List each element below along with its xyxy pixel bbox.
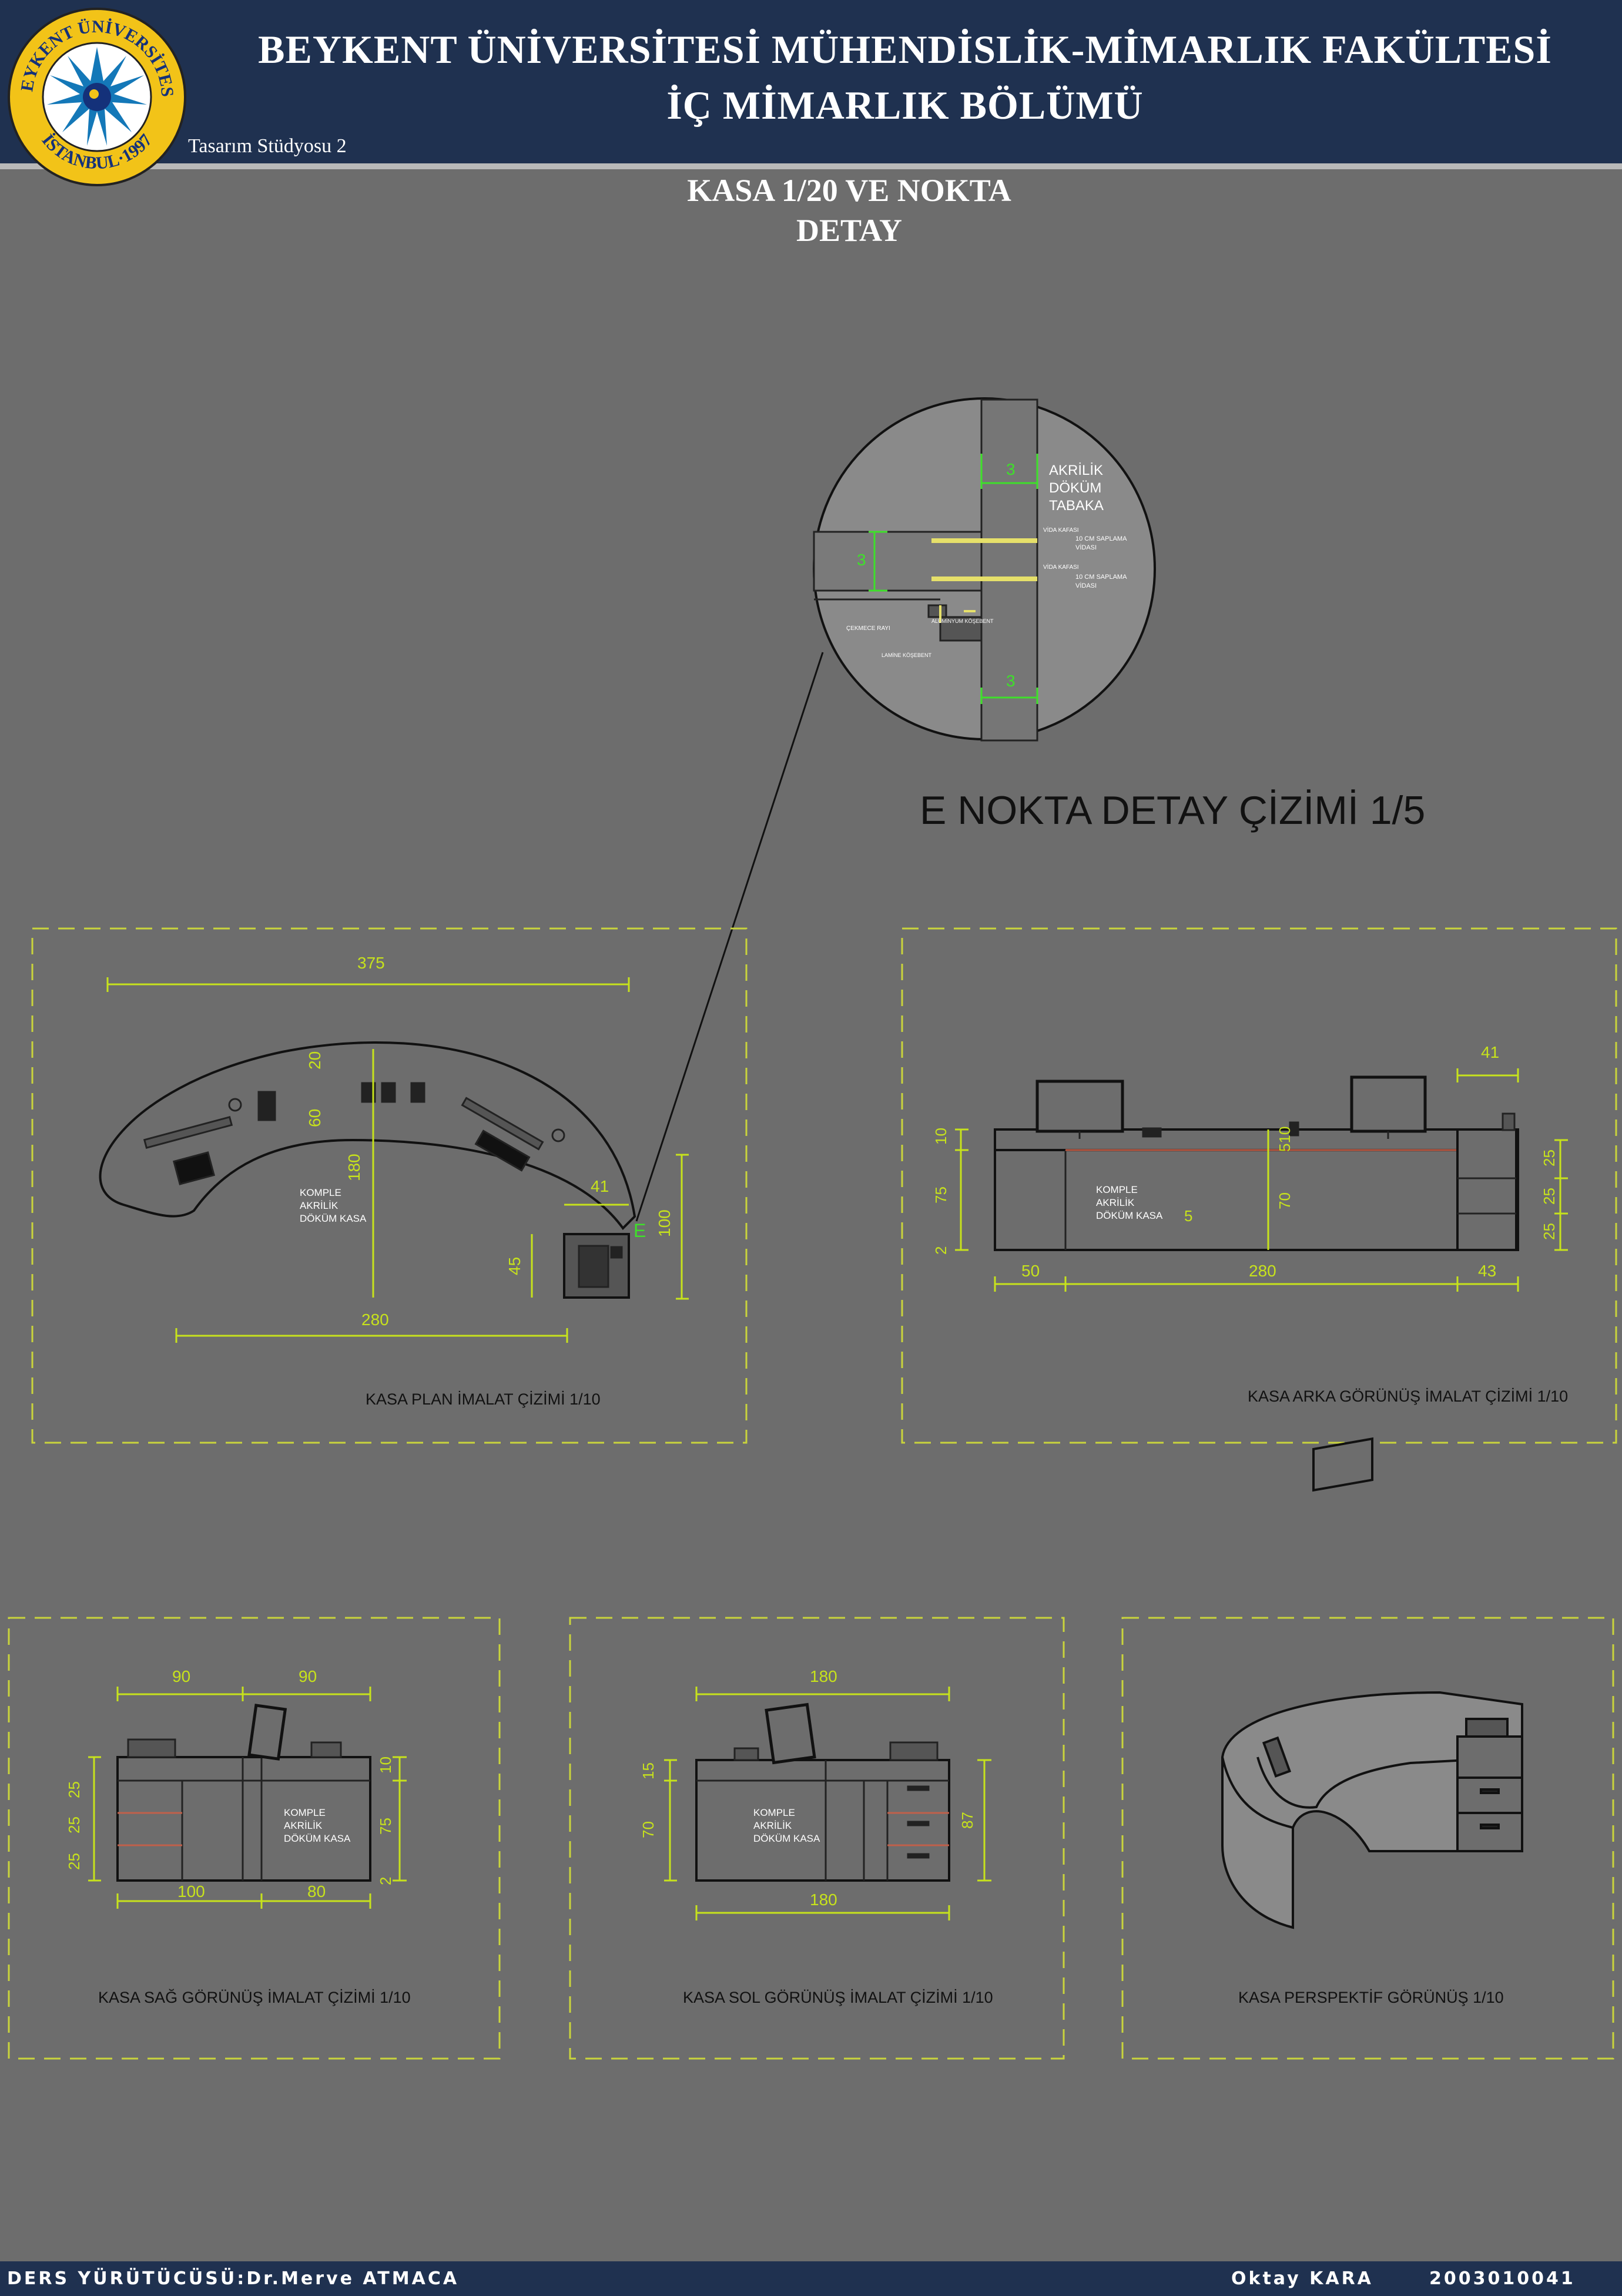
plan-dim-60: 60 bbox=[306, 1109, 324, 1127]
right-note-line3: DÖKÜM KASA bbox=[284, 1833, 351, 1844]
left-dim-87: 87 bbox=[959, 1812, 976, 1829]
back-caption: KASA ARKA GÖRÜNÜŞ İMALAT ÇİZİMİ 1/10 bbox=[1248, 1387, 1568, 1405]
detail-label-line3: TABAKA bbox=[1049, 498, 1104, 514]
plan-note-line3: DÖKÜM KASA bbox=[300, 1213, 367, 1224]
header-divider bbox=[0, 163, 1622, 169]
detail-e-circle bbox=[813, 397, 1156, 742]
plan-drawing bbox=[99, 977, 689, 1343]
plan-dim-375: 375 bbox=[357, 954, 385, 972]
right-note-line1: KOMPLE bbox=[284, 1807, 326, 1818]
left-dim-15: 15 bbox=[639, 1762, 657, 1779]
detail-laminate-label: LAMİNE KÖŞEBENT bbox=[882, 652, 932, 658]
back-note-line2: AKRİLİK bbox=[1096, 1197, 1135, 1208]
left-note-line1: KOMPLE bbox=[753, 1807, 795, 1818]
plan-note-line1: KOMPLE bbox=[300, 1187, 341, 1198]
left-note-line2: AKRİLİK bbox=[753, 1820, 792, 1831]
university-logo: BEYKENT ÜNİVERSİTESİ İSTANBUL·1997 bbox=[6, 6, 186, 186]
perspective-drawing bbox=[1221, 1437, 1523, 1929]
right-dim-90b: 90 bbox=[299, 1667, 317, 1685]
footer-student-name: Oktay KARA bbox=[1231, 2268, 1373, 2289]
left-dim-180-bottom: 180 bbox=[810, 1891, 837, 1909]
back-dim-25c: 25 bbox=[1540, 1223, 1558, 1240]
back-dim-25a: 25 bbox=[1540, 1149, 1558, 1167]
back-dim-70: 70 bbox=[1276, 1192, 1293, 1209]
plan-frame bbox=[31, 927, 748, 1444]
back-dim-25b: 25 bbox=[1540, 1188, 1558, 1205]
right-elevation-drawing bbox=[88, 1687, 407, 1909]
detail-dim-top: 3 bbox=[1006, 460, 1016, 478]
header-bar bbox=[0, 0, 1622, 163]
back-dim-41: 41 bbox=[1481, 1043, 1499, 1061]
detail-screw2-note: 10 CM SAPLAMA bbox=[1075, 574, 1127, 581]
back-dim-10: 10 bbox=[932, 1128, 950, 1145]
plan-note-line2: AKRİLİK bbox=[300, 1200, 339, 1211]
left-caption: KASA SOL GÖRÜNÜŞ İMALAT ÇİZİMİ 1/10 bbox=[683, 1988, 993, 2006]
detail-bracket-label: ALÜMİNYUM KÖŞEBENT bbox=[931, 618, 994, 624]
right-note-line2: AKRİLİK bbox=[284, 1820, 323, 1831]
plan-dim-280: 280 bbox=[361, 1310, 389, 1329]
detail-title: E NOKTA DETAY ÇİZİMİ 1/5 bbox=[920, 788, 1425, 833]
detail-label-line1: AKRİLİK bbox=[1049, 462, 1103, 478]
right-caption: KASA SAĞ GÖRÜNÜŞ İMALAT ÇİZİMİ 1/10 bbox=[98, 1988, 411, 2006]
left-dim-70: 70 bbox=[639, 1821, 657, 1838]
detail-screw1-note2: VİDASI bbox=[1075, 544, 1097, 551]
sheet-title-line2: DETAY bbox=[796, 213, 903, 248]
right-dim-10: 10 bbox=[377, 1757, 394, 1774]
footer-instructor: DERS YÜRÜTÜCÜSÜ:Dr.Merve ATMACA bbox=[7, 2268, 460, 2289]
back-dim-5: 5 bbox=[1184, 1207, 1192, 1225]
perspective-frame bbox=[1121, 1617, 1614, 2060]
back-elevation-frame bbox=[901, 927, 1617, 1444]
detail-screw2-note2: VİDASI bbox=[1075, 582, 1097, 589]
department-title: İÇ MİMARLIK BÖLÜMÜ bbox=[666, 83, 1144, 128]
plan-dim-41: 41 bbox=[591, 1177, 609, 1195]
back-dim-50: 50 bbox=[1021, 1262, 1040, 1280]
university-title: BEYKENT ÜNİVERSİTESİ MÜHENDİSLİK-MİMARLI… bbox=[258, 27, 1552, 72]
plan-detail-marker: E bbox=[634, 1220, 646, 1241]
sheet-title: KASA 1/20 VE NOKTA DETAY bbox=[529, 170, 1169, 250]
left-dim-180-top: 180 bbox=[810, 1667, 837, 1685]
sheet-title-line1: KASA 1/20 VE NOKTA bbox=[687, 173, 1011, 208]
sun-emblem-icon bbox=[47, 47, 147, 146]
plan-caption: KASA PLAN İMALAT ÇİZİMİ 1/10 bbox=[366, 1390, 601, 1408]
detail-screw2-head: VİDA KAFASI bbox=[1043, 563, 1079, 571]
left-note-line3: DÖKÜM KASA bbox=[753, 1833, 820, 1844]
right-dim-2: 2 bbox=[377, 1877, 394, 1885]
left-elevation-frame bbox=[569, 1617, 1065, 2060]
right-dim-90a: 90 bbox=[172, 1667, 190, 1685]
detail-rail-label: ÇEKMECE RAYI bbox=[846, 625, 890, 632]
left-elevation-drawing bbox=[664, 1687, 991, 1920]
detail-screw1-head: VİDA KAFASI bbox=[1043, 526, 1079, 534]
right-dim-25a: 25 bbox=[65, 1781, 83, 1798]
right-dim-100: 100 bbox=[177, 1882, 205, 1901]
back-dim-2: 2 bbox=[932, 1246, 950, 1255]
course-name: Tasarım Stüdyosu 2 bbox=[188, 135, 347, 157]
detail-dim-left: 3 bbox=[857, 551, 866, 569]
detail-label-line2: DÖKÜM bbox=[1049, 480, 1101, 496]
right-dim-75: 75 bbox=[377, 1818, 394, 1835]
plan-dim-100: 100 bbox=[655, 1209, 673, 1237]
detail-leader-line bbox=[635, 652, 824, 1222]
back-note-line3: DÖKÜM KASA bbox=[1096, 1210, 1163, 1221]
back-dim-43: 43 bbox=[1478, 1262, 1496, 1280]
back-note-line1: KOMPLE bbox=[1096, 1184, 1138, 1195]
detail-screw1-note: 10 CM SAPLAMA bbox=[1075, 535, 1127, 542]
footer-bar: DERS YÜRÜTÜCÜSÜ:Dr.Merve ATMACA Oktay KA… bbox=[0, 2261, 1622, 2296]
back-dim-280: 280 bbox=[1249, 1262, 1276, 1280]
right-dim-25b: 25 bbox=[65, 1816, 83, 1834]
plan-dim-45: 45 bbox=[505, 1257, 524, 1275]
drawing-sheet: AKRİLİK DÖKÜM TABAKA 3 3 3 VİDA KAFASI 1… bbox=[8, 397, 1617, 2060]
footer-student-id: 2003010041 bbox=[1429, 2268, 1576, 2289]
plan-dim-180: 180 bbox=[345, 1154, 363, 1181]
back-elevation-drawing bbox=[955, 1068, 1568, 1292]
perspective-caption: KASA PERSPEKTİF GÖRÜNÜŞ 1/10 bbox=[1238, 1988, 1504, 2006]
back-dim-75: 75 bbox=[932, 1186, 950, 1204]
right-dim-80: 80 bbox=[307, 1882, 326, 1901]
plan-dim-20: 20 bbox=[306, 1051, 324, 1070]
detail-dim-bottom: 3 bbox=[1006, 672, 1016, 690]
back-dim-510: 510 bbox=[1276, 1127, 1293, 1152]
right-elevation-frame bbox=[8, 1617, 501, 2060]
right-dim-25c: 25 bbox=[65, 1853, 83, 1870]
